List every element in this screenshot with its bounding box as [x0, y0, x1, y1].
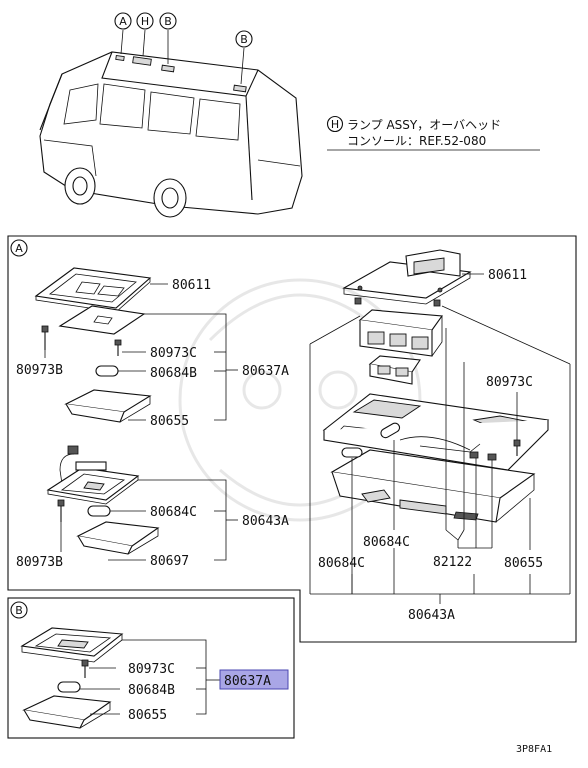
highlight-80637a[interactable] — [219, 669, 289, 690]
label-80611-right: 80611 — [488, 268, 527, 283]
label-80655-left: 80655 — [150, 414, 189, 429]
bracket-80611-right — [342, 249, 472, 305]
svg-text:H: H — [141, 15, 149, 28]
label-80684c-left: 80684C — [150, 505, 197, 520]
lens-80697 — [76, 521, 160, 561]
lamp-base-b — [20, 627, 124, 663]
label-80684c-low: 80684C — [318, 556, 365, 571]
label-80973b-top: 80973B — [16, 363, 63, 378]
section-a: A 80611 80973B 80973C — [7, 235, 577, 643]
screw-80973b-bottom — [57, 499, 65, 552]
label-80973c-b: 80973C — [128, 662, 175, 677]
label-80973c-left: 80973C — [150, 346, 197, 361]
clip-82122-b — [487, 453, 497, 461]
lamp-base-80637a — [58, 305, 146, 335]
lens-80655-b — [22, 695, 120, 729]
lamp-base-80643a — [46, 445, 140, 505]
svg-text:B: B — [164, 15, 172, 28]
note-line1: ランプ ASSY，オーバヘッド — [347, 118, 501, 132]
marker-h-top: H — [136, 12, 154, 30]
switch-block — [358, 309, 444, 385]
label-80655-b: 80655 — [128, 708, 167, 723]
section-b-marker: B — [15, 604, 23, 617]
footer-code: 3P8FA1 — [516, 744, 552, 755]
label-80643a-left: 80643A — [242, 514, 289, 529]
marker-a-top: A — [114, 12, 132, 30]
label-80973b-bottom: 80973B — [16, 555, 63, 570]
label-80655-right: 80655 — [504, 556, 543, 571]
bulb-80684c-right-low — [341, 447, 363, 458]
roof-lamp-a — [115, 54, 125, 62]
section-b: B 80973C 80684B 80655 80 — [7, 597, 295, 739]
bracket-80611-left — [34, 267, 152, 313]
roof-lamp-h — [132, 56, 152, 66]
label-80697: 80697 — [150, 554, 189, 569]
screw-right-a — [354, 297, 362, 305]
marker-b-rear: B — [235, 30, 253, 48]
clip-82122-a — [469, 451, 479, 459]
label-82122: 82122 — [433, 555, 472, 570]
screw-80973c-left — [114, 339, 146, 356]
svg-text:B: B — [240, 33, 248, 46]
label-80637a-highlight: 80637A — [224, 674, 271, 689]
bulb-80684b — [95, 365, 146, 377]
roof-lamp-b-front — [161, 64, 175, 73]
lens-80655-left — [64, 389, 152, 423]
label-80973c-right: 80973C — [486, 375, 533, 390]
van-illustration — [39, 29, 303, 218]
label-80684b: 80684B — [150, 366, 197, 381]
lens-80655-right — [330, 449, 536, 523]
marker-b-top: B — [159, 12, 177, 30]
roof-lamp-b-rear — [233, 84, 247, 93]
screw-80973c-b — [81, 659, 116, 678]
note-line2: コンソール：REF.52-080 — [347, 134, 486, 148]
label-80643a-right: 80643A — [408, 608, 455, 623]
section-a-marker: A — [15, 242, 23, 255]
screw-80973b-top — [41, 325, 49, 358]
label-80611-left: 80611 — [172, 278, 211, 293]
bulb-80684c-right-mid — [380, 422, 401, 439]
label-80637a: 80637A — [242, 364, 289, 379]
screw-right-b — [433, 299, 441, 307]
bulb-80684c-left — [87, 505, 146, 517]
svg-text:A: A — [119, 15, 127, 28]
svg-text:H: H — [331, 118, 339, 131]
label-80684c-mid: 80684C — [363, 535, 410, 550]
note-reference: H ランプ ASSY，オーバヘッド コンソール：REF.52-080 — [326, 115, 540, 151]
bulb-80684b-b — [57, 681, 120, 693]
screw-80973c-right — [513, 392, 521, 456]
label-80684b-b: 80684B — [128, 683, 175, 698]
